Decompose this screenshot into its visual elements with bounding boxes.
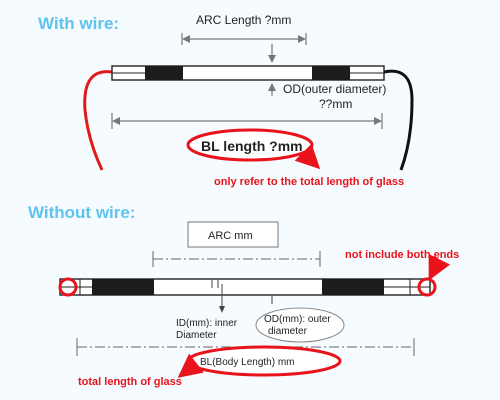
- arc-arrow-right: [298, 35, 306, 43]
- bl-length-label: BL length ?mm: [201, 138, 303, 154]
- id-label-line2: Diameter: [176, 330, 217, 341]
- bl-arrow-right: [374, 117, 382, 125]
- bl-note-arrow: [294, 143, 321, 170]
- bottom-note: total length of glass: [78, 376, 182, 388]
- od2-ellipse: [255, 307, 345, 343]
- electrode-left: [145, 66, 183, 80]
- without-wire-heading: Without wire:: [28, 203, 136, 222]
- wire-right-black: [383, 69, 414, 171]
- od-label-line1: OD(outer diameter): [283, 82, 386, 96]
- with-wire-heading: With wire:: [38, 14, 119, 33]
- od2-label-line1: OD(mm): outer: [264, 314, 331, 325]
- od-label-line2: ??mm: [319, 97, 352, 111]
- arc-box-label: ARC mm: [208, 230, 253, 242]
- arc-box: [187, 221, 279, 248]
- electrode-right-bottom: [322, 279, 384, 295]
- end-circle-left: [58, 277, 78, 297]
- arc-length-label: ARC Length ?mm: [196, 13, 291, 27]
- not-include-arrow: [428, 253, 451, 281]
- od-arrow-bottom: [268, 83, 276, 91]
- electrode-left-bottom: [92, 279, 154, 295]
- electrode-right: [312, 66, 350, 80]
- wire-left-red: [83, 70, 113, 171]
- not-include-note: not include both ends: [345, 249, 459, 261]
- od-arrow-top: [268, 55, 276, 63]
- arc-arrow-left: [182, 35, 190, 43]
- bl-arrow-left: [112, 117, 120, 125]
- top-note: only refer to the total length of glass: [214, 176, 404, 188]
- id-label-line1: ID(mm): inner: [176, 318, 238, 329]
- bl2-label: BL(Body Length) mm: [200, 357, 295, 368]
- od2-label-line2: diameter: [268, 326, 308, 337]
- bl2-note-arrow: [177, 353, 204, 378]
- end-circle-right: [417, 277, 437, 297]
- id-leader-arrow: [219, 306, 225, 313]
